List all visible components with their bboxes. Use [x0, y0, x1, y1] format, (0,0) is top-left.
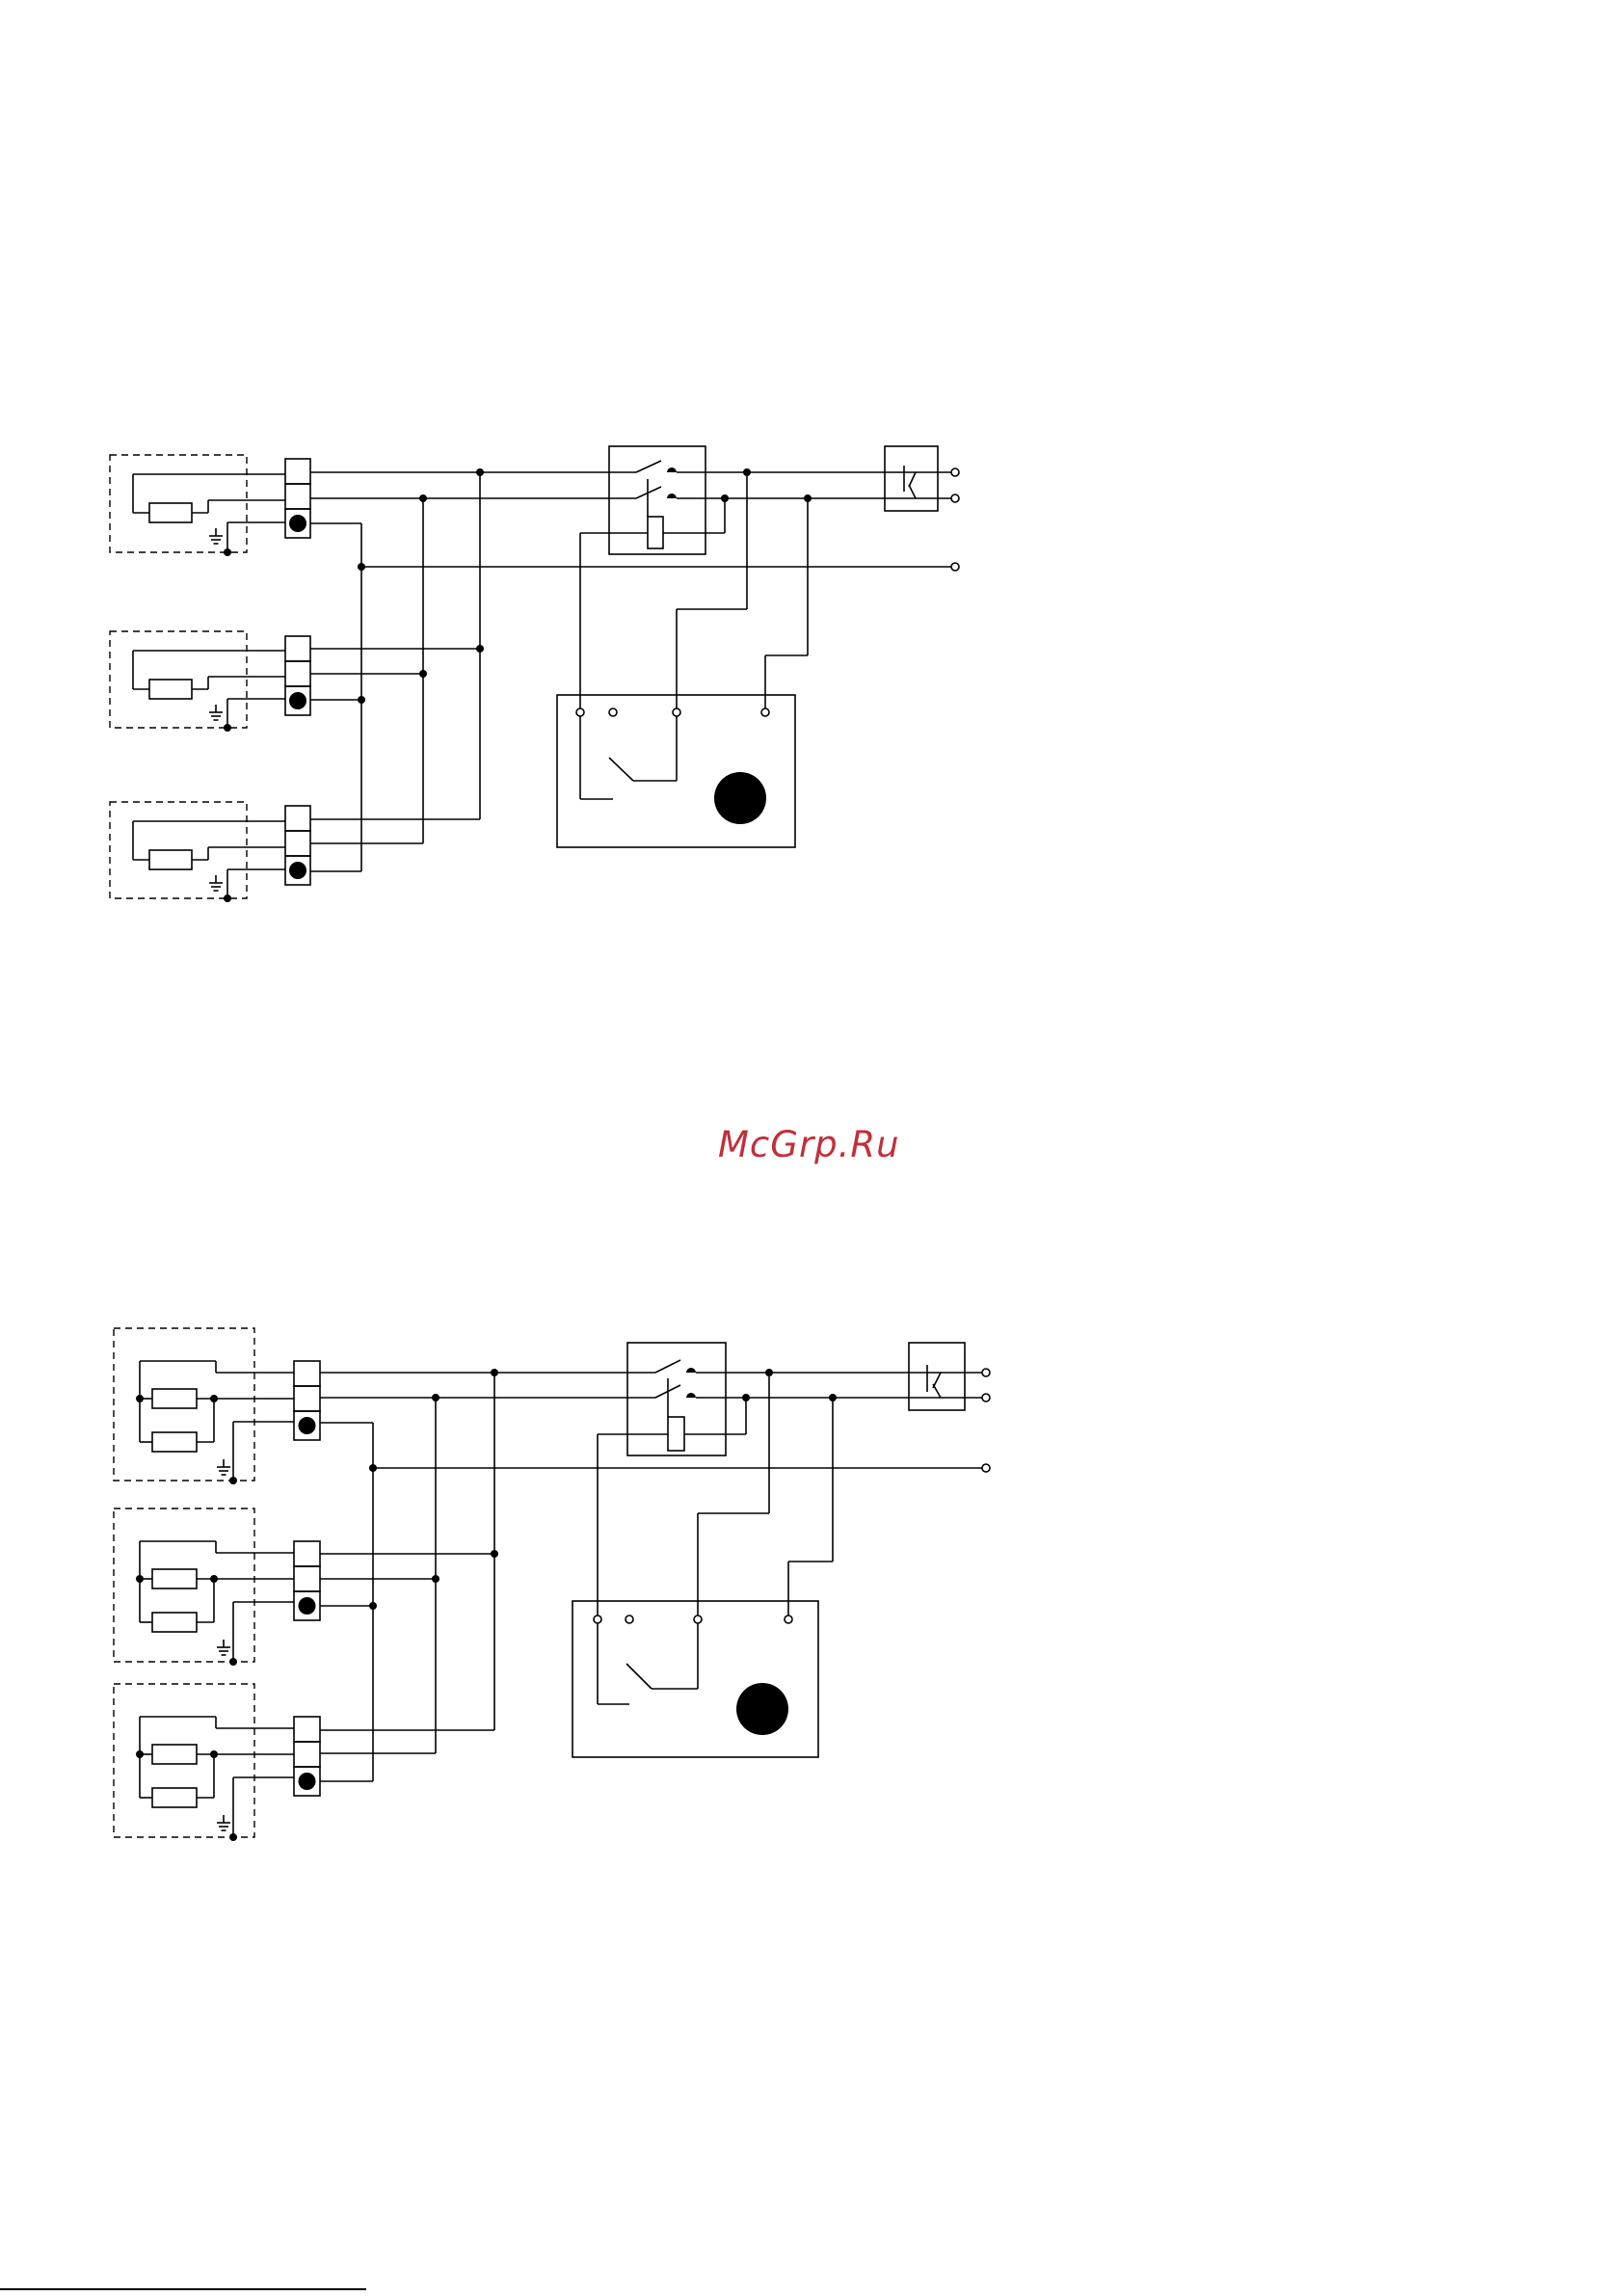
junction-dot — [358, 563, 365, 571]
ground-junction-dot — [224, 894, 231, 902]
circuit-breaker — [743, 446, 959, 511]
terminal-block-l — [285, 636, 310, 661]
thermostat-terminal — [626, 1615, 633, 1623]
heating-element-resistor — [152, 1389, 197, 1408]
terminal-block-n — [294, 1386, 320, 1411]
heating-element-resistor — [152, 1745, 197, 1764]
terminal-block-n — [294, 1742, 320, 1767]
junction-dot — [491, 1369, 498, 1376]
terminal-block-n — [285, 484, 310, 509]
junction-dot — [742, 1394, 750, 1402]
terminal-block-l — [285, 806, 310, 831]
terminal-block-n — [285, 661, 310, 686]
thermostat-terminal — [594, 1615, 601, 1623]
ground-junction-dot — [229, 1833, 237, 1841]
terminal — [951, 563, 959, 571]
heater-unit-3 — [110, 802, 310, 902]
junction-dot — [476, 468, 484, 476]
wire — [933, 1384, 941, 1398]
terminal — [982, 1464, 990, 1472]
junction-dot — [721, 494, 729, 502]
heater-unit-2 — [114, 1508, 320, 1666]
thermostat-switch-icon — [609, 758, 633, 781]
heating-element-resistor — [149, 503, 192, 522]
terminal — [982, 1369, 990, 1376]
terminal-block-l — [285, 459, 310, 484]
ground-junction-dot — [224, 724, 231, 732]
contactor-box — [627, 1343, 726, 1455]
wiring-diagram-1 — [110, 446, 959, 902]
terminal-block-l — [294, 1541, 320, 1566]
heating-element-resistor — [152, 1432, 197, 1452]
watermark: McGrp.Ru — [718, 1124, 900, 1165]
circuit-breaker — [765, 1343, 990, 1410]
ground-junction-dot — [229, 1658, 237, 1666]
contact-arc — [667, 494, 677, 498]
thermostat-housing — [572, 1601, 818, 1757]
footer-rule — [0, 2288, 366, 2290]
thermostat-box — [572, 1373, 833, 1757]
breaker-contact-icon — [909, 472, 916, 487]
junction-dot — [419, 670, 427, 678]
breaker-box — [885, 446, 938, 511]
heater-unit-3 — [114, 1684, 320, 1841]
junction-dot — [419, 494, 427, 502]
breaker-box — [909, 1343, 965, 1410]
thermostat-terminal — [761, 708, 769, 716]
heating-element-resistor — [152, 1569, 197, 1589]
heater-unit-2 — [110, 631, 310, 732]
contact-arc — [686, 1368, 696, 1373]
heating-element-resistor — [152, 1613, 197, 1632]
junction-dot — [476, 645, 484, 653]
wire — [909, 485, 916, 498]
junction-dot — [358, 696, 365, 704]
junction-dot — [432, 1394, 439, 1402]
terminal-block-l — [294, 1717, 320, 1742]
contact-icon — [636, 487, 661, 498]
junction-dot — [491, 1550, 498, 1558]
contactor-coil — [668, 1417, 684, 1451]
contact-icon — [655, 1360, 680, 1373]
terminal-block-n — [285, 831, 310, 856]
heater-unit-1 — [114, 1328, 320, 1484]
heater-unit-1 — [110, 455, 310, 556]
ground-junction-dot — [224, 548, 231, 556]
terminal-block-n — [294, 1566, 320, 1591]
contactor — [580, 446, 808, 712]
thermostat-terminal — [576, 708, 584, 716]
junction-dot — [136, 1750, 144, 1758]
junction-dot — [432, 1575, 439, 1583]
contact-arc — [667, 467, 677, 472]
junction-dot — [136, 1575, 144, 1583]
thermostat-terminal — [694, 1615, 702, 1623]
contact-arc — [686, 1393, 696, 1398]
junction-dot — [369, 1602, 377, 1610]
terminal — [982, 1394, 990, 1402]
thermostat-terminal — [609, 708, 617, 716]
heating-element-resistor — [149, 850, 192, 869]
terminal-block-l — [294, 1361, 320, 1386]
junction-dot — [136, 1395, 144, 1402]
terminal — [951, 468, 959, 476]
contactor — [598, 1343, 833, 1619]
heating-element-resistor — [152, 1788, 197, 1807]
wiring-diagram-2 — [114, 1328, 990, 1841]
thermostat-switch-icon — [626, 1664, 652, 1689]
ground-junction-dot — [229, 1477, 237, 1484]
contactor-coil — [648, 517, 663, 548]
terminal — [951, 494, 959, 502]
contact-icon — [636, 461, 661, 472]
heating-element-resistor — [149, 680, 192, 699]
thermostat-terminal — [785, 1615, 792, 1623]
thermostat-box — [557, 472, 808, 847]
thermostat-terminal — [673, 708, 680, 716]
junction-dot — [369, 1464, 377, 1472]
